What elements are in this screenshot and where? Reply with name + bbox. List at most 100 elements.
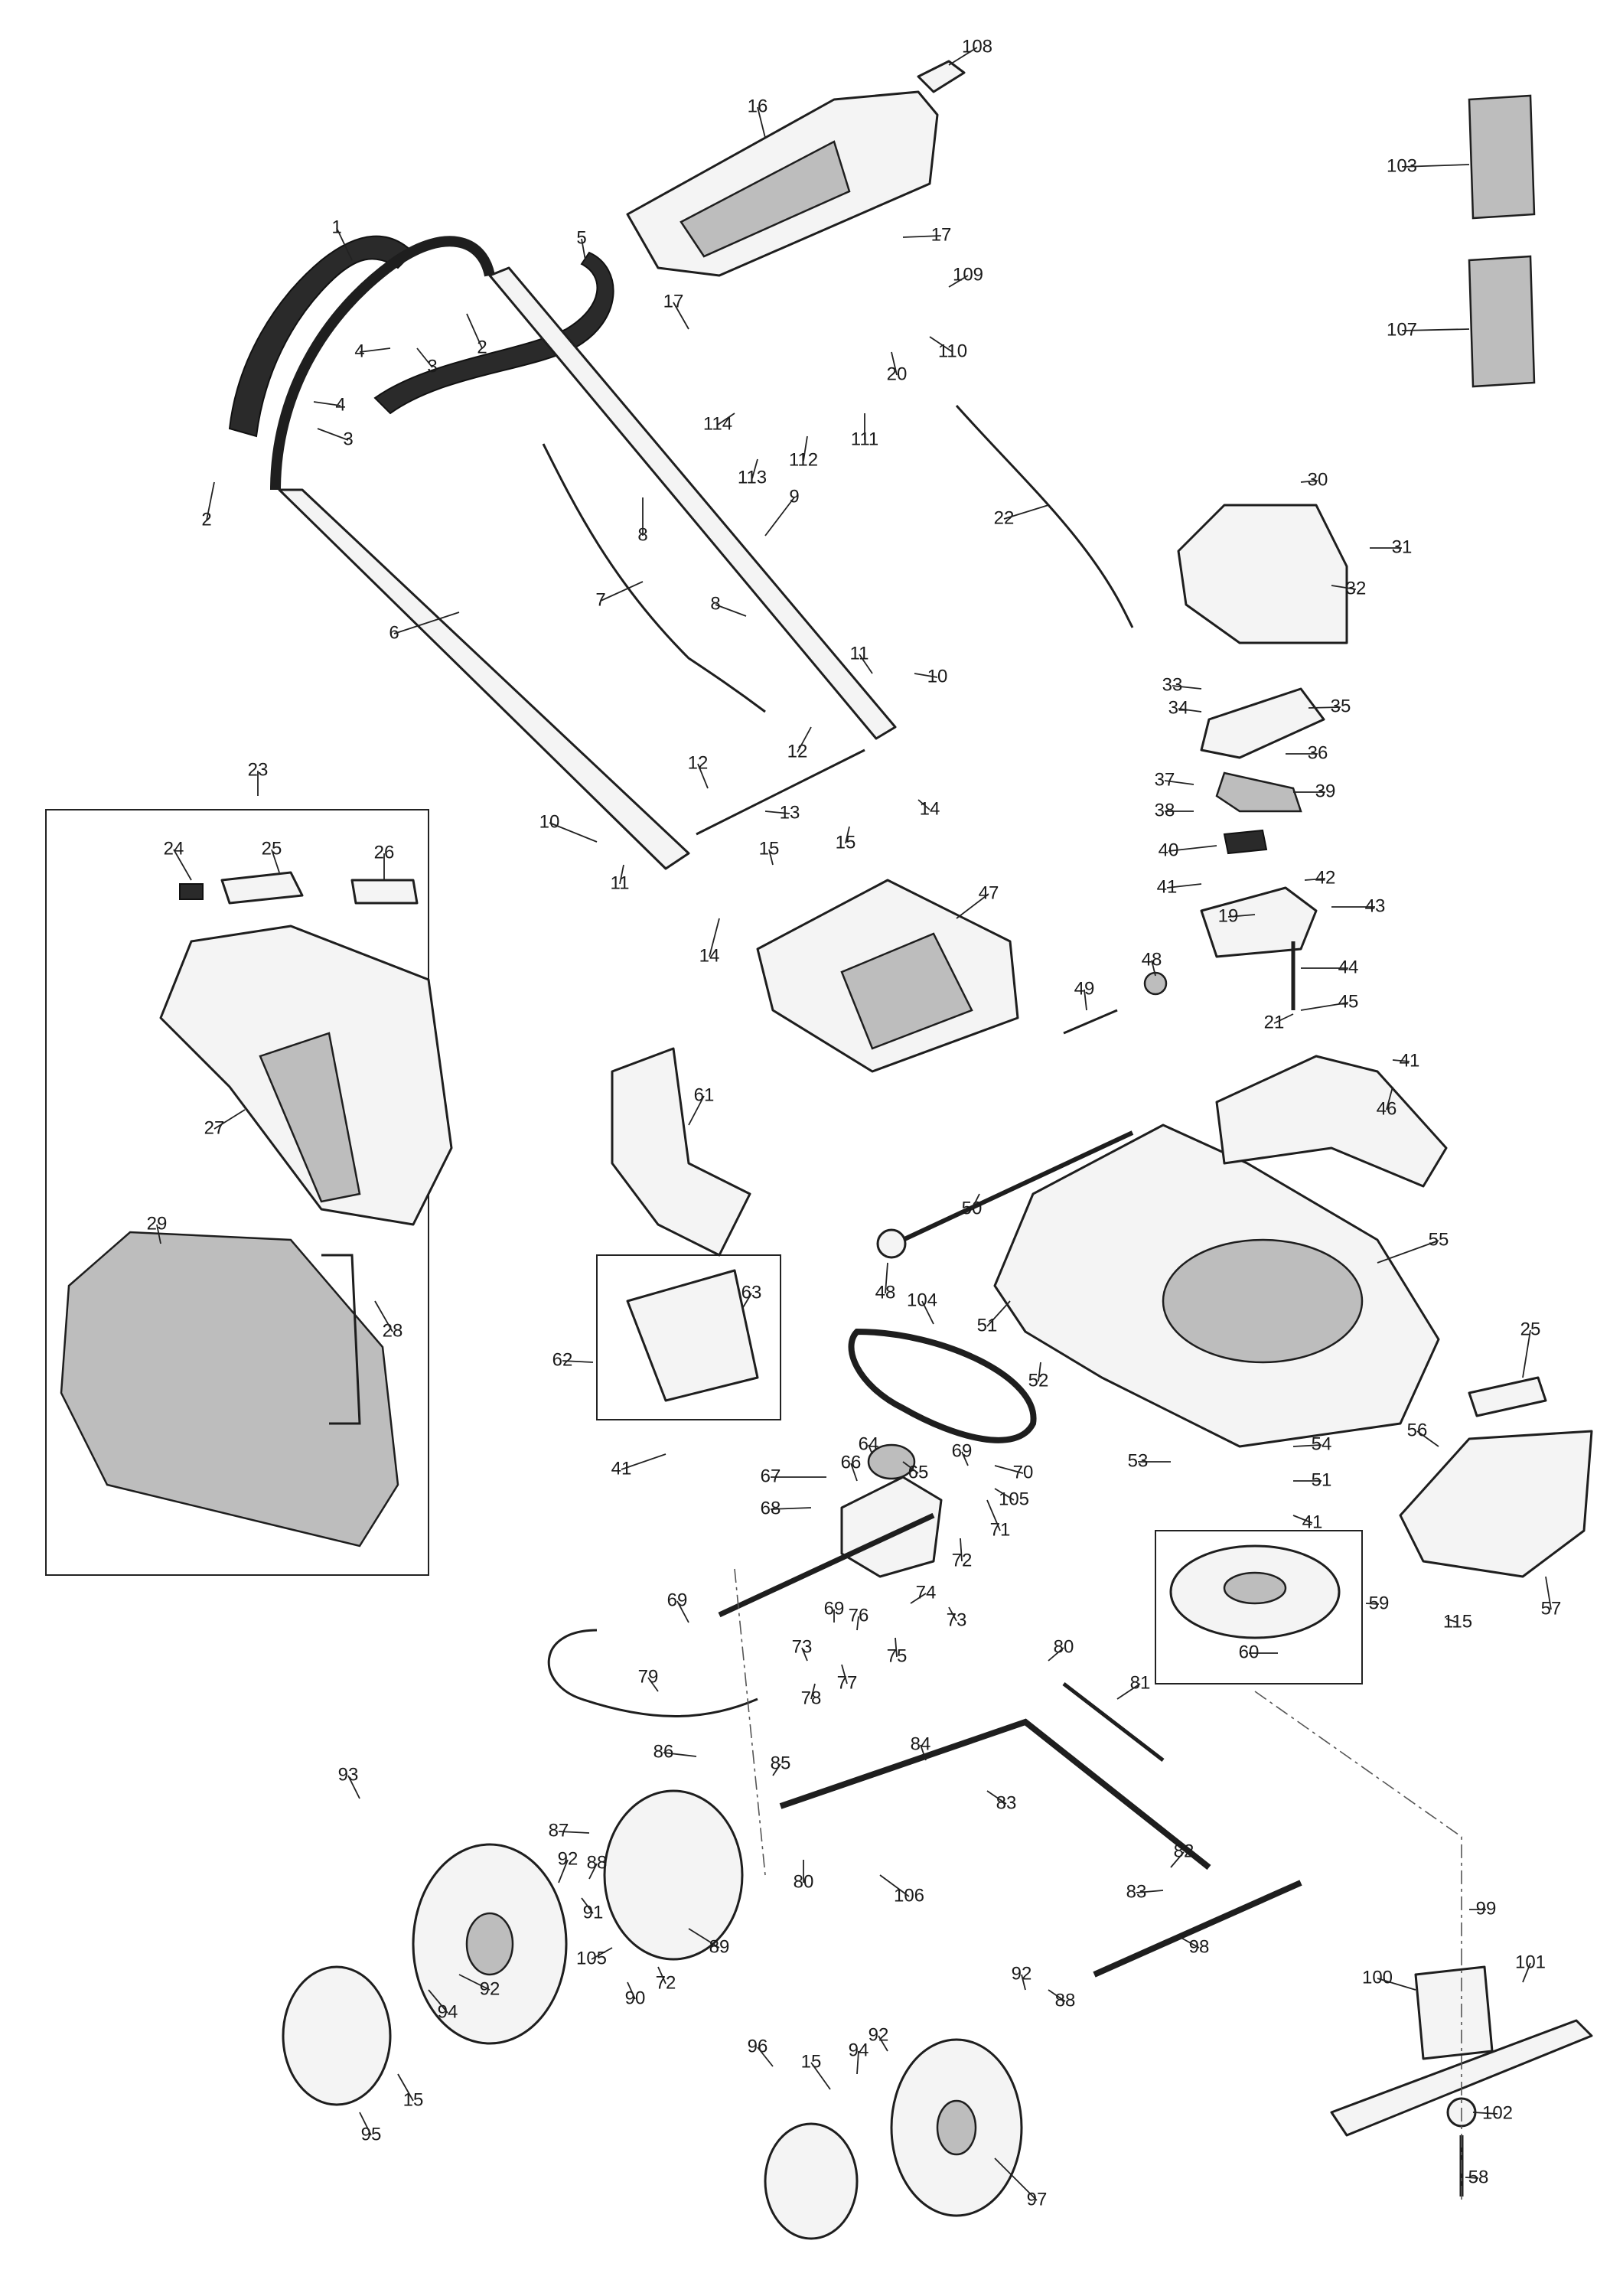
leader-75-0 xyxy=(895,1637,898,1658)
leader-17-1 xyxy=(673,302,689,330)
part-left-wheel-hub xyxy=(465,1912,514,1976)
leader-11-0 xyxy=(859,654,873,674)
callout-12: 12 xyxy=(688,752,709,773)
leader-41-0 xyxy=(1166,883,1202,889)
leader-46-0 xyxy=(1386,1086,1393,1110)
callout-53: 53 xyxy=(1128,1450,1149,1471)
leader-83-1 xyxy=(1136,1890,1164,1893)
leader-41-1 xyxy=(1392,1059,1410,1062)
leader-82-0 xyxy=(1170,1851,1185,1868)
leader-12-1 xyxy=(797,726,812,753)
leader-6-0 xyxy=(393,612,460,634)
part-29-grass-bag xyxy=(60,1231,399,1548)
leader-72-0 xyxy=(960,1538,963,1562)
leader-105-1 xyxy=(591,1947,613,1960)
leader-69-1 xyxy=(676,1600,689,1623)
leader-20-0 xyxy=(891,351,898,376)
leader-92-0 xyxy=(558,1859,569,1883)
part-47-vents xyxy=(840,932,973,1050)
leader-3-0 xyxy=(416,347,433,368)
callout-98: 98 xyxy=(1189,1936,1210,1957)
leader-69-0 xyxy=(961,1451,969,1466)
callout-82: 82 xyxy=(1174,1841,1194,1861)
leader-104-0 xyxy=(921,1300,934,1325)
callout-11: 11 xyxy=(850,643,869,664)
leader-35-0 xyxy=(1308,706,1341,709)
callout-34: 34 xyxy=(1168,697,1189,718)
callout-27: 27 xyxy=(204,1117,225,1138)
leader-11-1 xyxy=(619,864,624,885)
leader-25-0 xyxy=(271,849,280,873)
leader-88-1 xyxy=(1048,1989,1066,2002)
leader-50-0 xyxy=(971,1193,980,1210)
part-46-side-guard xyxy=(1215,1055,1448,1188)
leader-4-0 xyxy=(359,347,391,353)
leader-78-0 xyxy=(810,1683,816,1700)
leader-9-0 xyxy=(764,497,795,536)
leader-86-0 xyxy=(663,1752,697,1757)
leader-1-0 xyxy=(336,227,353,261)
callout-6: 6 xyxy=(389,622,399,643)
callout-15: 15 xyxy=(759,838,780,859)
callout-42: 42 xyxy=(1315,867,1336,888)
part-13-lower-handle-tube xyxy=(696,748,865,836)
leader-34-0 xyxy=(1178,708,1202,713)
leader-42-0 xyxy=(1304,878,1326,881)
part-79-cable xyxy=(547,1629,758,1717)
leader-15-2 xyxy=(397,2073,414,2102)
callout-76: 76 xyxy=(849,1605,869,1626)
part-27-grill xyxy=(259,1032,361,1203)
leader-80-0 xyxy=(1048,1647,1064,1662)
callout-22: 22 xyxy=(994,507,1015,528)
part-49-spring xyxy=(1063,1009,1118,1035)
callout-49: 49 xyxy=(1074,978,1095,999)
part-drawings xyxy=(45,60,1593,2240)
part-right-wheel-hub xyxy=(936,2099,977,2156)
part-100-blade-adapter xyxy=(1414,1965,1494,2060)
callout-63: 63 xyxy=(741,1282,762,1303)
leader-77-0 xyxy=(841,1664,848,1684)
callout-61: 61 xyxy=(694,1084,715,1105)
callout-70: 70 xyxy=(1013,1462,1034,1482)
leader-2-1 xyxy=(466,313,483,349)
callout-105: 105 xyxy=(999,1489,1029,1509)
part-50-rod xyxy=(901,1130,1134,1242)
leader-92-2 xyxy=(1021,1974,1026,1991)
leader-48-1 xyxy=(885,1262,888,1294)
leader-55-0 xyxy=(1377,1240,1439,1264)
leader-65-0 xyxy=(902,1461,919,1474)
leader-15-3 xyxy=(810,2062,831,2090)
part-84-rear-axle xyxy=(779,1718,1211,1870)
leader-114-0 xyxy=(717,413,735,426)
leader-88-0 xyxy=(588,1863,598,1880)
part-48-disc-right xyxy=(1143,971,1168,996)
callout-88: 88 xyxy=(587,1852,608,1873)
part-59-center xyxy=(1223,1571,1287,1605)
part-32-rear-cover xyxy=(1177,504,1348,644)
part-62-plate-frame xyxy=(596,1254,781,1420)
leader-73-1 xyxy=(948,1606,957,1622)
callout-66: 66 xyxy=(841,1452,862,1473)
leader-94-1 xyxy=(856,2050,859,2075)
callout-92-1: 92 xyxy=(480,1978,500,1999)
callout-62: 62 xyxy=(552,1349,573,1370)
callout-17-1: 17 xyxy=(663,291,684,311)
part-7-cable xyxy=(542,443,766,713)
leader-84-0 xyxy=(920,1744,927,1761)
leader-30-0 xyxy=(1300,480,1318,483)
part-9-handle-tube-right xyxy=(488,266,897,740)
leader-79-0 xyxy=(647,1677,659,1692)
part-39-lever xyxy=(1215,771,1302,813)
callout-21: 21 xyxy=(1264,1012,1285,1032)
callout-60: 60 xyxy=(1239,1642,1260,1662)
part-108-cap xyxy=(917,60,966,93)
leader-28-0 xyxy=(374,1300,393,1332)
callout-29: 29 xyxy=(147,1213,168,1234)
leader-91-0 xyxy=(581,1897,594,1914)
leader-73-0 xyxy=(801,1647,808,1662)
leader-97-0 xyxy=(994,2157,1038,2201)
callout-45: 45 xyxy=(1338,991,1359,1012)
leader-17-0 xyxy=(902,235,942,238)
callout-93: 93 xyxy=(338,1764,359,1785)
leader-16-0 xyxy=(757,106,766,139)
